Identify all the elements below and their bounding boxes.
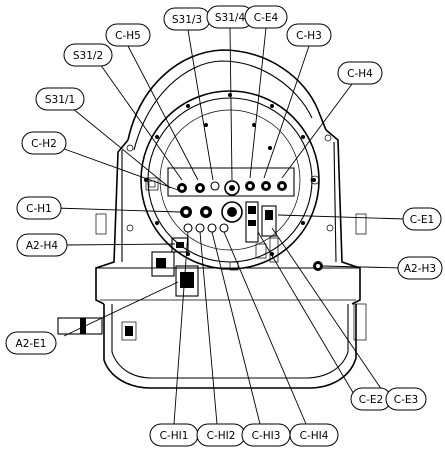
callout-S31-3-label: S31/3 bbox=[172, 14, 202, 26]
callout-C-H2-label: C-H2 bbox=[31, 138, 57, 150]
left-valve-block bbox=[151, 237, 323, 297]
callout-C-H5-label: C-H5 bbox=[115, 30, 141, 42]
callout-S31-1: S31/1 bbox=[35, 87, 85, 111]
callout-S31-1-label: S31/1 bbox=[45, 94, 75, 106]
callout-C-HI1: C-HI1 bbox=[149, 423, 199, 447]
callout-C-HI4-label: C-HI4 bbox=[300, 430, 329, 442]
callout-C-E2: C-E2 bbox=[350, 387, 392, 411]
mounting-flange bbox=[140, 90, 320, 270]
callout-A2-H3: A2-H3 bbox=[397, 256, 443, 280]
callout-C-HI4: C-HI4 bbox=[289, 423, 339, 447]
callout-C-HI1-label: C-HI1 bbox=[160, 430, 189, 442]
callout-S31-2-label: S31/2 bbox=[73, 50, 103, 62]
callout-S31-2: S31/2 bbox=[63, 43, 113, 67]
callout-C-H1: C-H1 bbox=[16, 196, 62, 220]
callout-C-HI2: C-HI2 bbox=[196, 423, 246, 447]
callout-C-H5: C-H5 bbox=[105, 23, 151, 47]
callout-C-E1-label: C-E1 bbox=[410, 214, 434, 226]
callout-A2-H4: A2-H4 bbox=[16, 233, 68, 257]
callout-C-H4-label: C-H4 bbox=[347, 68, 373, 80]
callout-S31-3: S31/3 bbox=[163, 7, 211, 31]
leader-lines bbox=[54, 27, 406, 425]
callout-A2-H3-label: A2-H3 bbox=[404, 263, 436, 275]
callout-A2-H4-label: A2-H4 bbox=[26, 240, 59, 252]
connector-panel bbox=[145, 167, 295, 263]
callout-C-HI3: C-HI3 bbox=[241, 423, 291, 447]
callout-A2-E1: A2-E1 bbox=[5, 331, 57, 355]
callout-S31-4-label: S31/4 bbox=[215, 12, 246, 24]
callout-C-H3: C-H3 bbox=[286, 23, 332, 47]
callout-C-HI3-label: C-HI3 bbox=[252, 430, 281, 442]
callout-A2-E1-label: A2-E1 bbox=[16, 338, 47, 350]
callout-C-E3: C-E3 bbox=[385, 387, 427, 411]
robot-body bbox=[57, 49, 367, 389]
callout-C-HI2-label: C-HI2 bbox=[207, 430, 236, 442]
callout-C-H2: C-H2 bbox=[21, 131, 67, 155]
callout-C-H3-label: C-H3 bbox=[296, 30, 322, 42]
callout-C-E4-label: C-E4 bbox=[254, 12, 279, 24]
callout-C-E1: C-E1 bbox=[402, 207, 442, 231]
callout-C-E2-label: C-E2 bbox=[359, 394, 383, 406]
callout-C-E4: C-E4 bbox=[244, 5, 288, 29]
callout-C-E3-label: C-E3 bbox=[394, 394, 418, 406]
callout-C-H4: C-H4 bbox=[337, 61, 383, 85]
callout-C-H1-label: C-H1 bbox=[26, 203, 52, 215]
